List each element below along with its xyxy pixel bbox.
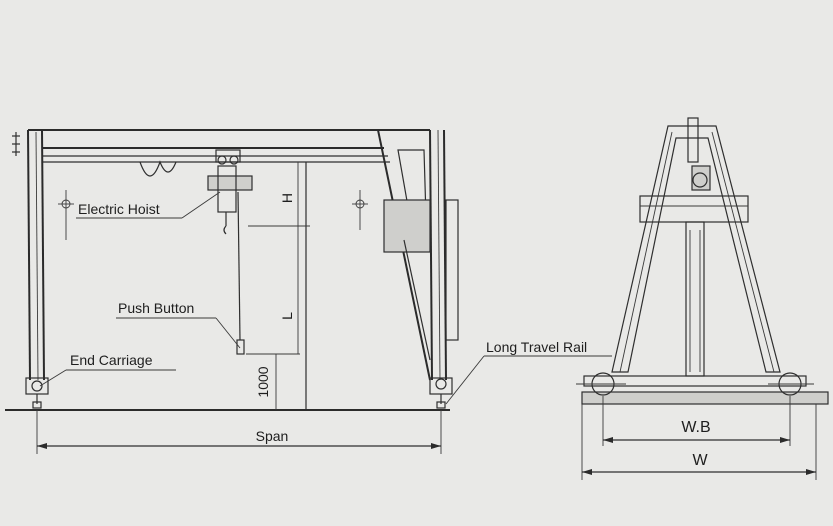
button-height-label: 1000 [255, 366, 271, 397]
height-dimensions [246, 162, 310, 410]
left-leg [12, 129, 45, 381]
width-label: W [692, 452, 708, 469]
right-leg [377, 129, 459, 381]
side-elevation: W.B W [576, 117, 829, 480]
electric-hoist-label: Electric Hoist [78, 201, 160, 217]
push-button-label: Push Button [118, 300, 194, 316]
lift-label: L [279, 312, 295, 320]
chain-column [685, 221, 705, 377]
span-dimension [36, 410, 442, 454]
end-carriage-label: End Carriage [70, 352, 153, 368]
hook-marker-right [352, 190, 368, 230]
base-beam [583, 375, 807, 387]
control-cabinet [383, 199, 431, 253]
a-frame [611, 125, 781, 373]
height-label: H [279, 193, 295, 203]
main-girder [28, 129, 430, 163]
festoon-cable [139, 160, 177, 177]
width-dimension [581, 404, 817, 480]
wheel-base-label: W.B [681, 419, 710, 436]
push-button-pendant [236, 191, 245, 355]
front-elevation: H L 1000 Span Electric Hoist Push Button… [5, 129, 612, 454]
end-carriage-left [25, 377, 49, 409]
electric-hoist [207, 149, 253, 235]
hook-marker-left [58, 190, 74, 240]
span-label: Span [256, 428, 289, 444]
long-travel-rail [581, 391, 829, 405]
end-carriage-right [429, 377, 453, 409]
leaders [39, 191, 612, 405]
long-travel-rail-label: Long Travel Rail [486, 339, 587, 355]
wheel-base-dimension [602, 396, 791, 446]
